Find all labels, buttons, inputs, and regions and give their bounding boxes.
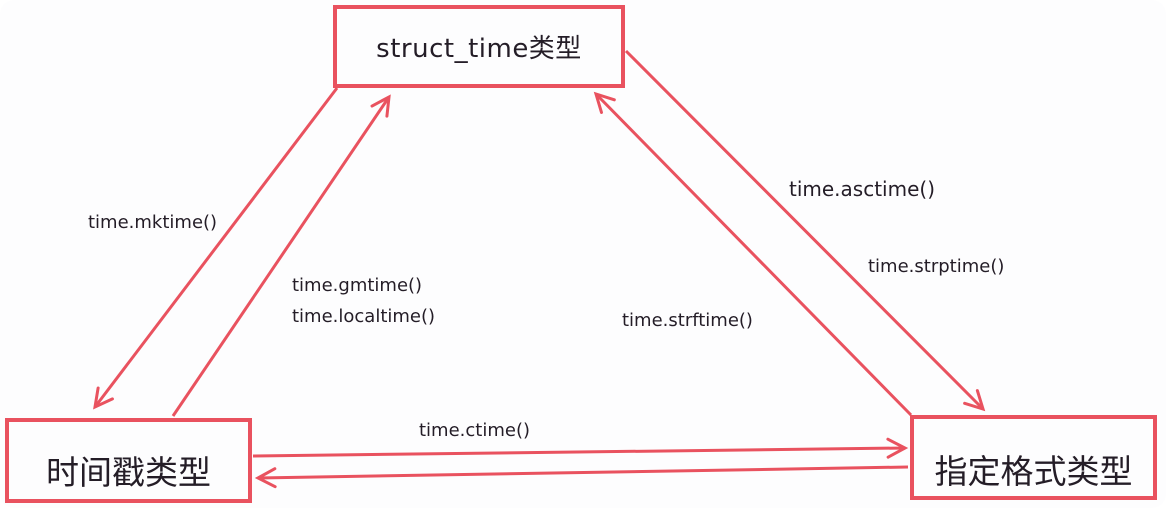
node-format-label: 指定格式类型 [934, 452, 1133, 491]
edge-gmtime-localtime-arrow [171, 94, 391, 417]
node-struct-time-label: struct_time类型 [376, 34, 582, 64]
label-gmtime: time.gmtime() [292, 275, 423, 296]
edge-asctime-strftime-arrow [624, 49, 986, 412]
node-timestamp: 时间戳类型 [5, 418, 252, 503]
label-localtime: time.localtime() [292, 306, 436, 327]
node-struct-time: struct_time类型 [333, 5, 625, 88]
label-strftime: time.strftime() [622, 310, 753, 331]
edge-format-to-timestamp-arrow [254, 465, 909, 489]
node-format: 指定格式类型 [910, 415, 1157, 500]
label-mktime: time.mktime() [88, 212, 218, 233]
edge-strptime-arrow [593, 91, 913, 417]
label-strptime: time.strptime() [868, 256, 1005, 277]
label-ctime: time.ctime() [419, 420, 530, 441]
edge-ctime-arrow [252, 437, 909, 459]
edge-mktime-arrow [93, 87, 339, 410]
node-timestamp-label: 时间戳类型 [46, 453, 211, 492]
label-asctime: time.asctime() [789, 177, 936, 201]
